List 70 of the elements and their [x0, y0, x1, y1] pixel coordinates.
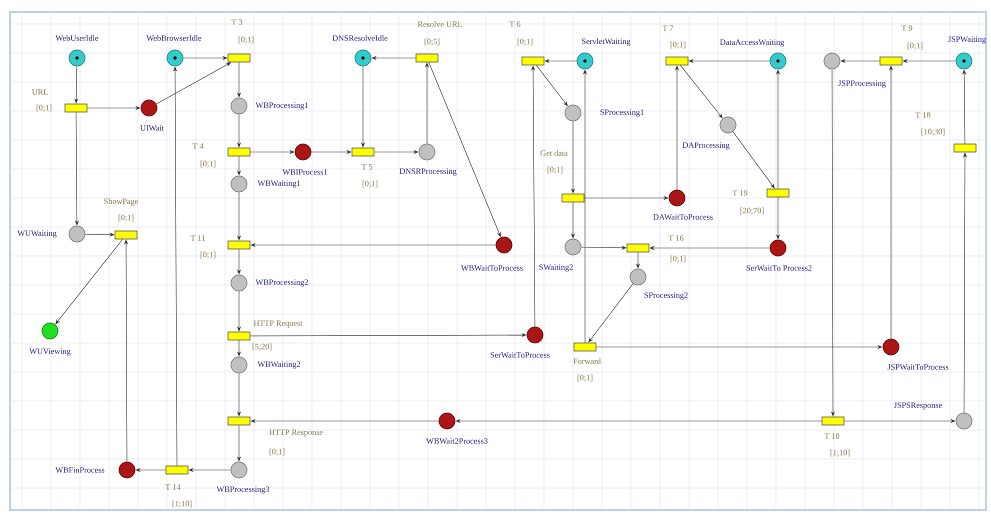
time-interval-label: [0;1]	[518, 38, 532, 46]
time-interval-label: [0;1]	[200, 160, 216, 168]
time-interval-label: [0;1]	[578, 374, 592, 382]
transition-label: T 6	[510, 21, 520, 27]
transition-label: T 14	[166, 484, 180, 490]
place-label: WUViewing	[29, 348, 71, 356]
time-interval-label: [1;10]	[830, 450, 850, 456]
place-label: JSPWaiting	[948, 36, 986, 44]
place-label: SerWaitToProcess	[490, 352, 550, 358]
place-label: WBProcessing2	[256, 279, 308, 287]
place-label: JSPProcessing	[838, 80, 886, 88]
time-interval-label: [0;1]	[670, 256, 686, 262]
place-label: UIWait	[140, 125, 164, 131]
transition-label: T 5	[362, 164, 372, 170]
transition-label: Resolve URL	[418, 21, 462, 27]
time-interval-label: [20;70]	[740, 208, 764, 214]
place-label: JSPWaitToProcess	[888, 364, 948, 370]
place-label: WBWaitToProcess	[460, 265, 523, 271]
place-label: DataAccessWaiting	[720, 39, 784, 47]
time-interval-label: [1;10]	[172, 500, 192, 508]
transition-label: T 3	[232, 19, 242, 25]
time-interval-label: [0;5]	[424, 38, 440, 46]
arc-arrow	[55, 239, 123, 324]
transition-label: Get data	[540, 150, 568, 156]
time-interval-label: [0;1]	[238, 36, 254, 44]
place-label: SProcessing2	[644, 292, 688, 300]
time-interval-label: [0;1]	[908, 42, 922, 50]
time-interval-label: [0;1]	[548, 166, 562, 174]
time-interval-label: [5;20]	[252, 344, 272, 350]
place-label: WebUserIdle	[55, 35, 98, 41]
place-label: WBIProcess1	[282, 169, 328, 175]
time-interval-label: [0;1]	[670, 42, 686, 48]
transition-label: T 11	[190, 235, 205, 241]
place-label: DAWaitToProcess	[653, 214, 713, 220]
arc-arrow	[680, 65, 723, 118]
place-label: SerWaitTo Process2	[746, 265, 812, 271]
place-label: DNSResolveIdle	[332, 35, 388, 41]
place-label: WBFinProcess	[55, 467, 104, 473]
transition-label: ShowPage	[104, 198, 138, 206]
place-label: WBWaiting2	[257, 361, 300, 369]
transition-label: URL	[32, 89, 48, 95]
transition-label: HTTP Response	[269, 429, 323, 437]
place-label: WUWaiting	[17, 230, 57, 238]
place-label: WBWaiting1	[257, 180, 300, 188]
place-label: WebBrowserIdle	[146, 35, 202, 41]
time-interval-label: [0;1]	[200, 252, 216, 258]
transition-label: T 7	[662, 25, 674, 31]
time-interval-label: [0;1]	[118, 214, 134, 222]
place-label: DAProcessing	[682, 142, 730, 150]
time-interval-label: [0;1]	[36, 104, 52, 112]
place-label: ServletWaiting	[582, 38, 630, 46]
transition-label: T 10	[824, 433, 840, 439]
place-label: WBProcessing3	[216, 486, 270, 494]
place-label: SWaiting2	[539, 264, 573, 272]
transition-label: HTTP Request	[254, 320, 302, 328]
transition-label: T 18	[916, 112, 930, 118]
place-label: WBProcessing1	[256, 102, 308, 110]
place-label: SProcessing1	[600, 109, 644, 117]
transition-label: Forward	[573, 358, 601, 364]
place-label: JSPSResponse	[894, 402, 942, 410]
place-label: WBWait2Process3	[426, 438, 488, 444]
time-interval-label: [0;1]	[362, 180, 378, 188]
transition-label: T 4	[192, 143, 204, 149]
time-interval-label: [0;1]	[270, 448, 284, 456]
time-interval-label: [10;30]	[922, 128, 944, 136]
transition-label: T 16	[668, 235, 684, 241]
place-label: DNSRProcessing	[400, 168, 457, 176]
arc-arrow	[536, 65, 568, 106]
transition-label: T 19	[732, 190, 748, 196]
transition-label: T 9	[902, 25, 912, 31]
